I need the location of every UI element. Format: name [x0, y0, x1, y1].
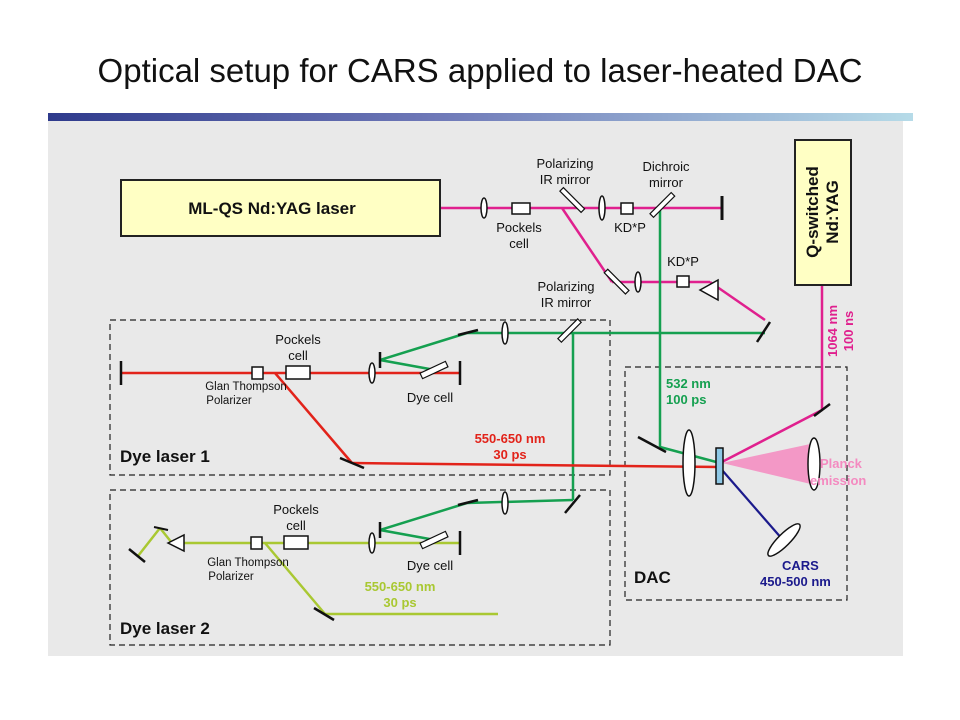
ir-beam-path [440, 206, 824, 465]
end-mirror-dye2 [128, 548, 146, 563]
polarizing-ir-mirror-green [557, 318, 583, 344]
dye2-pockels-label-2: cell [286, 518, 306, 533]
pockels-cell-dye2 [283, 535, 309, 550]
polarizing-ir-mirror-middle [603, 268, 630, 295]
title-divider [48, 113, 913, 121]
q-switched-label: Q-switched [803, 166, 822, 258]
nd-yag-label: Nd:YAG [823, 180, 842, 244]
polarizing-ir-mirror-middle-label-2: IR mirror [541, 295, 592, 310]
lens-dye1 [368, 362, 376, 384]
ir-pulse-label: 100 ns [841, 311, 856, 351]
planck-emission-cone [722, 443, 815, 485]
dye-laser-1-box [109, 319, 611, 476]
cars-label-2: 450-500 nm [760, 574, 831, 589]
dichroic-mirror [649, 191, 676, 219]
dye1-glan-label-1: Glan Thompson [205, 381, 287, 393]
green-pulse-label: 100 ps [666, 392, 706, 407]
dac-box [624, 366, 848, 601]
dye1-pockels-label-2: cell [288, 348, 308, 363]
polarizing-ir-mirror-middle-label-1: Polarizing [537, 279, 594, 294]
lens-green-1 [501, 321, 509, 345]
mirror-green-2 [457, 498, 479, 507]
mirror-green-1 [457, 328, 479, 337]
mirror-dye2-output [313, 606, 335, 622]
dac-label: DAC [634, 568, 671, 587]
ml-qs-laser-label: ML-QS Nd:YAG laser [188, 199, 356, 218]
lens-dye2 [368, 532, 376, 554]
yellow-beam-path [137, 527, 498, 616]
green-beam-path [379, 208, 765, 542]
cars-collection-lens [767, 523, 801, 557]
red-wavelength-label: 550-650 nm [475, 431, 546, 446]
q-switched-laser-box [794, 139, 852, 286]
mirror-ir-dac [813, 403, 831, 417]
kdp-upper-label: KD*P [614, 220, 646, 235]
planck-label-2: emission [810, 473, 866, 488]
pockels-upper-label-2: cell [509, 236, 529, 251]
dye-laser-1-label: Dye laser 1 [120, 447, 210, 466]
optical-setup-diagram: ML-QS Nd:YAG laser Q-switched Nd:YAG [109, 139, 866, 646]
ir-wavelength-label: 1064 nm [825, 305, 840, 357]
red-pulse-label: 30 ps [493, 447, 526, 462]
lens-upper-1 [480, 197, 488, 219]
kdp-middle-label: KD*P [667, 254, 699, 269]
mirror-green-down [564, 494, 581, 514]
glan-thompson-dye2 [250, 536, 263, 550]
dye-cell-2 [419, 530, 449, 550]
dye-cell-2-label: Dye cell [407, 558, 453, 573]
ml-qs-laser-box [120, 179, 441, 237]
prism-dye2 [166, 533, 185, 553]
planck-label-1: Planck [820, 456, 863, 471]
mirror-dye2-corner [153, 526, 169, 531]
dye1-glan-label-2: Polarizer [206, 395, 252, 407]
mirror-green-return [755, 321, 772, 343]
green-wavelength-label: 532 nm [666, 376, 711, 391]
dichroic-label-1: Dichroic [643, 159, 690, 174]
slide-title: Optical setup for CARS applied to laser-… [97, 52, 863, 89]
dye-laser-2-box [109, 489, 611, 646]
planck-collection-lens [807, 437, 821, 491]
cars-label-1: CARS [782, 558, 819, 573]
pockels-upper-label-1: Pockels [496, 220, 542, 235]
cars-beam [721, 469, 784, 541]
kdp-crystal-middle [676, 275, 690, 288]
kdp-crystal-upper [620, 202, 634, 215]
polarizing-ir-mirror-upper [559, 186, 586, 214]
diamond-anvil-cell [715, 447, 724, 485]
dye1-pockels-label-1: Pockels [275, 332, 321, 347]
yellow-pulse-label: 30 ps [383, 595, 416, 610]
lens-middle [634, 271, 642, 293]
prism-middle [698, 278, 719, 302]
lens-upper-2 [598, 195, 606, 221]
dye2-pockels-label-1: Pockels [273, 502, 319, 517]
dac-focusing-lens [682, 429, 696, 497]
polarizing-ir-mirror-upper-label-2: IR mirror [540, 172, 591, 187]
pockels-cell-dye1 [285, 365, 311, 380]
dye-cell-1 [419, 360, 449, 380]
lens-green-2 [501, 491, 509, 515]
pockels-cell-upper [511, 202, 531, 215]
mirror-green-dac [637, 435, 667, 454]
yellow-wavelength-label: 550-650 nm [365, 579, 436, 594]
dye2-glan-label-1: Glan Thompson [207, 557, 289, 569]
glan-thompson-dye1 [251, 366, 264, 380]
mirror-dye1-output [339, 456, 365, 470]
dichroic-label-2: mirror [649, 175, 684, 190]
dye2-glan-label-2: Polarizer [208, 571, 254, 583]
dye-laser-2-label: Dye laser 2 [120, 619, 210, 638]
dye-cell-1-label: Dye cell [407, 390, 453, 405]
diagram-canvas: ML-QS Nd:YAG laser Q-switched Nd:YAG [48, 121, 903, 656]
polarizing-ir-mirror-upper-label-1: Polarizing [536, 156, 593, 171]
